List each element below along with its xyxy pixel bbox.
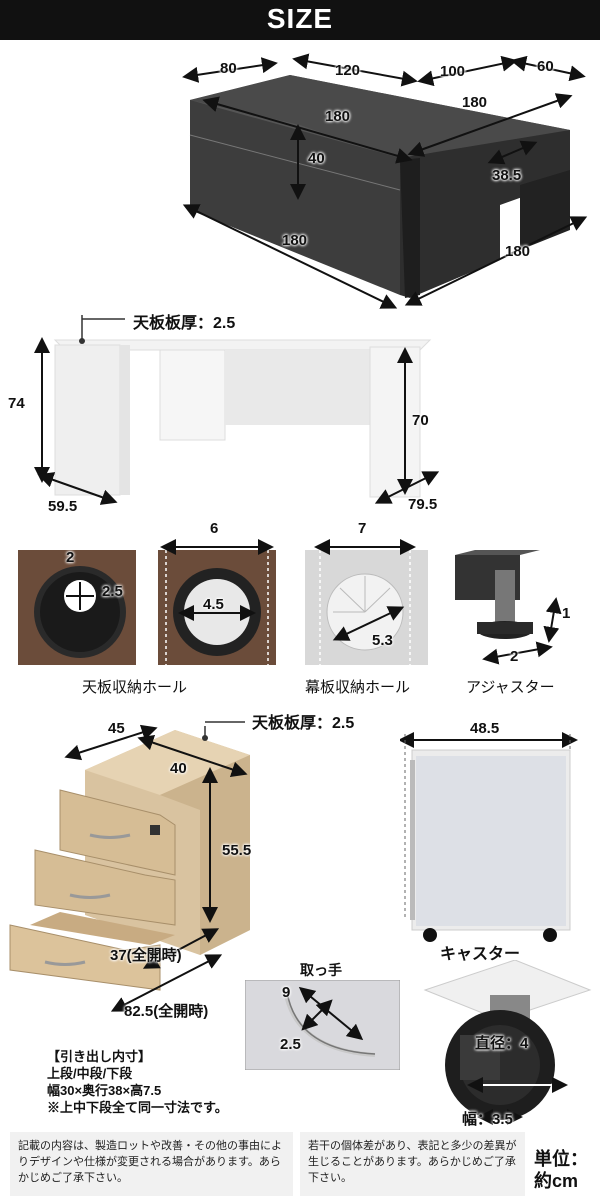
dim-hole-inner-4-5: 4.5 [203,596,224,613]
dim-outer-right-180: 180 [505,243,531,260]
dim-adjuster-1: 1 [562,605,571,622]
dim-modesty-outer-7: 7 [358,520,367,537]
cabinet-side-illustration [400,732,578,942]
dim-height-40: 40 [308,150,325,167]
drawer-spec-heading: 【引き出し内寸】 [47,1049,152,1064]
dim-drawer-open-37: 37(全開時) [110,947,182,964]
title-bar [0,0,600,40]
dim-depth-59-5: 59.5 [48,498,78,515]
dim-top-100: 100 [440,63,466,80]
desk-top-thickness-label: 天板板厚：2.5 [133,315,236,332]
caster-illustration [423,960,592,1125]
dim-cabinet-width-45: 45 [108,720,125,737]
dim-handle-2-5: 2.5 [280,1036,301,1053]
dim-top-80: 80 [220,60,237,77]
top-hole-photo [18,550,136,665]
l-desk-illustration [182,53,588,309]
handle-illustration [245,980,400,1070]
cabinet-top-thickness-label: 天板板厚：2.5 [252,715,355,732]
caster-label: キャスター [440,946,521,963]
dim-modesty-inner-5-3: 5.3 [372,632,393,649]
dim-caster-width: 幅：3.5 [462,1111,513,1128]
dim-handle-9: 9 [282,984,291,1001]
note-left: 記載の内容は、製造ロットや改善・その他の事由によりデザインや仕様が変更される場合… [10,1132,293,1196]
adjuster-illustration [455,550,562,665]
side-view-illustration [34,315,440,505]
dim-caster-diameter: 直径：4 [475,1035,529,1052]
modesty-hole-caption: 幕板収納ホール [305,678,411,696]
dim-height-70: 70 [412,412,429,429]
dim-adjuster-2: 2 [510,648,519,665]
top-hole-caption: 天板収納ホール [82,678,188,696]
dim-inner-180-left: 180 [325,108,351,125]
unit-line1: 単位： [534,1149,588,1169]
dim-cabinet-side-48-5: 48.5 [470,720,500,737]
drawer-spec-line2: 幅30×奥行38×高7.5 [47,1083,162,1098]
dim-depth-38-5: 38.5 [492,167,522,184]
dim-total-open-82-5: 82.5(全開時) [124,1003,209,1020]
cabinet-illustration [9,721,250,1012]
left-panel [54,344,121,496]
dim-hole-2-5: 2.5 [102,583,123,600]
page-title: SIZE [266,3,334,34]
dim-cabinet-height-55-5: 55.5 [222,842,252,859]
drawer-spec-line3: ※上中下段全て同一寸法です。 [47,1100,228,1115]
dim-hole-2: 2 [66,549,75,566]
unit-label: 単位： 約cm [534,1148,588,1192]
unit-line2: 約cm [534,1171,579,1191]
adjuster-caption: アジャスター [466,678,555,696]
dim-height-74: 74 [8,395,25,412]
drawer-spec-block: 【引き出し内寸】 上段/中段/下段 幅30×奥行38×高7.5 ※上中下段全て同… [47,1048,228,1116]
dim-outer-left-180: 180 [282,232,308,249]
dim-cabinet-depth-40: 40 [170,760,187,777]
drawer-spec-line1: 上段/中段/下段 [47,1066,133,1081]
note-right: 若干の個体差があり、表記と多少の差異が生じることがあります。あらかじめご了承下さ… [300,1132,525,1196]
dim-top-60: 60 [537,58,554,75]
dim-depth-79-5: 79.5 [408,496,438,513]
dim-inner-180-right: 180 [462,94,488,111]
dim-top-120: 120 [335,62,361,79]
dim-hole-outer-6: 6 [210,520,219,537]
handle-label: 取っ手 [300,962,342,978]
